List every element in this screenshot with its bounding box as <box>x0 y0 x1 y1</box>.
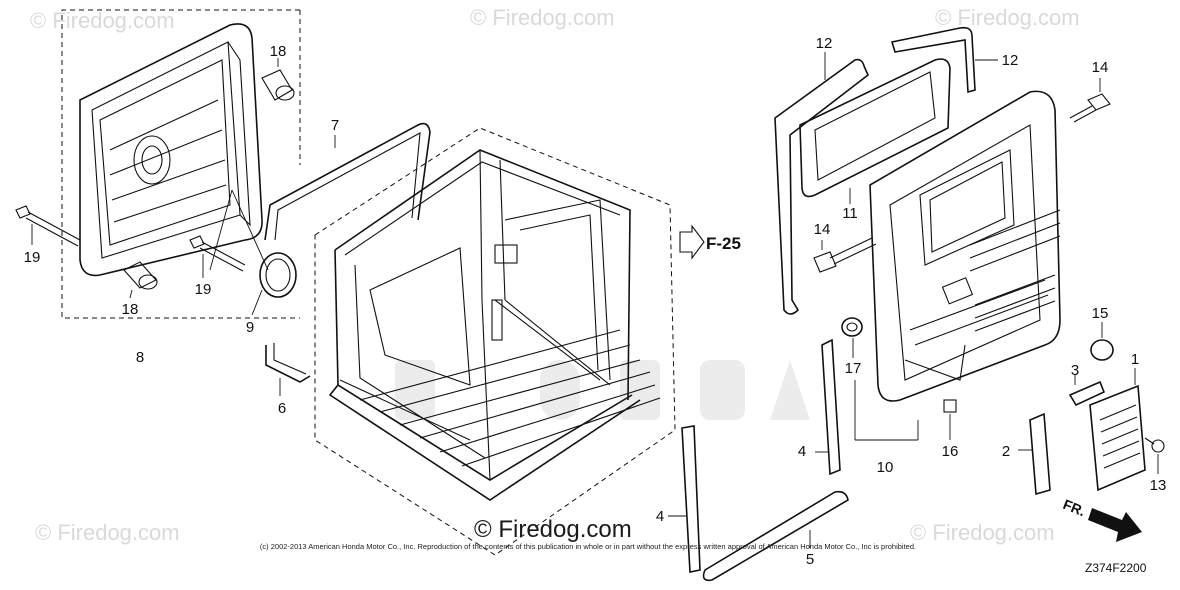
bolt-19-center-part <box>189 235 246 278</box>
copyright-notice: (c) 2002-2013 American Honda Motor Co., … <box>260 542 916 551</box>
reference-arrow-f25: F-25 <box>679 224 741 260</box>
strip-5-part <box>702 490 849 582</box>
callout-12-right: 12 <box>1002 52 1019 69</box>
reference-label: F-25 <box>706 234 741 253</box>
callout-9: 9 <box>246 319 254 336</box>
honda-watermark-shape <box>395 360 810 420</box>
leader-19-9 <box>231 189 269 271</box>
bolt-14-left-part <box>813 237 877 273</box>
diagram-code: Z374F2200 <box>1085 561 1147 575</box>
direction-label: FR. <box>1061 496 1088 519</box>
watermark-top-center: © Firedog.com <box>470 5 615 30</box>
frame-part <box>314 127 676 556</box>
callout-19-left: 19 <box>24 249 41 266</box>
callout-5: 5 <box>806 551 814 568</box>
front-direction-arrow: FR. <box>1061 496 1142 542</box>
strip-2-part <box>1018 412 1051 496</box>
callout-14-left: 14 <box>814 221 831 238</box>
bolt-14-top-part <box>1069 78 1111 123</box>
strip-6-part <box>265 343 311 396</box>
gasket-11-part <box>799 58 951 204</box>
callout-17: 17 <box>845 360 862 377</box>
callout-11: 11 <box>842 205 858 222</box>
cover-1-part <box>1089 368 1146 492</box>
gasket-12-right-part <box>890 26 998 94</box>
bracket-3-part <box>1068 375 1106 407</box>
callout-19-center: 19 <box>195 281 212 298</box>
callout-15: 15 <box>1092 305 1109 322</box>
screw-13-part <box>1144 437 1165 474</box>
callout-16: 16 <box>942 443 959 460</box>
strip-4-lower-part <box>668 425 701 573</box>
callout-3: 3 <box>1071 362 1079 379</box>
callout-4-lower: 4 <box>656 508 664 525</box>
callout-8: 8 <box>136 349 144 366</box>
tube-7-part <box>264 122 431 241</box>
collar-18-lower-part <box>123 261 158 299</box>
strip-4-right-part <box>815 338 841 476</box>
watermark-main: © Firedog.com <box>474 516 632 543</box>
callout-18-upper: 18 <box>270 43 287 60</box>
callout-18-lower: 18 <box>122 301 139 318</box>
grommet-15-part <box>1090 322 1114 361</box>
nut-16-part <box>943 399 957 440</box>
gasket-12-left-part <box>774 52 869 315</box>
callout-13: 13 <box>1150 477 1167 494</box>
grommet-17-part <box>841 317 863 358</box>
collar-18-upper-part <box>261 58 295 101</box>
callout-10: 10 <box>877 459 894 476</box>
bolt-19-left-part <box>15 205 81 247</box>
callout-14-top: 14 <box>1092 59 1109 76</box>
callout-4-right: 4 <box>798 443 806 460</box>
grommet-9-part <box>251 252 297 316</box>
callout-7: 7 <box>331 117 339 134</box>
watermark-bottom-left: © Firedog.com <box>35 520 180 545</box>
watermark-top-left: © Firedog.com <box>30 8 175 33</box>
callout-12-left: 12 <box>816 35 833 52</box>
side-cover-right-part <box>854 90 1061 441</box>
callout-2: 2 <box>1002 443 1010 460</box>
side-cover-left-part <box>61 9 301 319</box>
callout-1: 1 <box>1131 351 1139 368</box>
watermark-bottom-right: © Firedog.com <box>910 520 1055 545</box>
watermark-top-right: © Firedog.com <box>935 5 1080 30</box>
leader-19-8 <box>209 189 233 271</box>
callout-6: 6 <box>278 400 286 417</box>
